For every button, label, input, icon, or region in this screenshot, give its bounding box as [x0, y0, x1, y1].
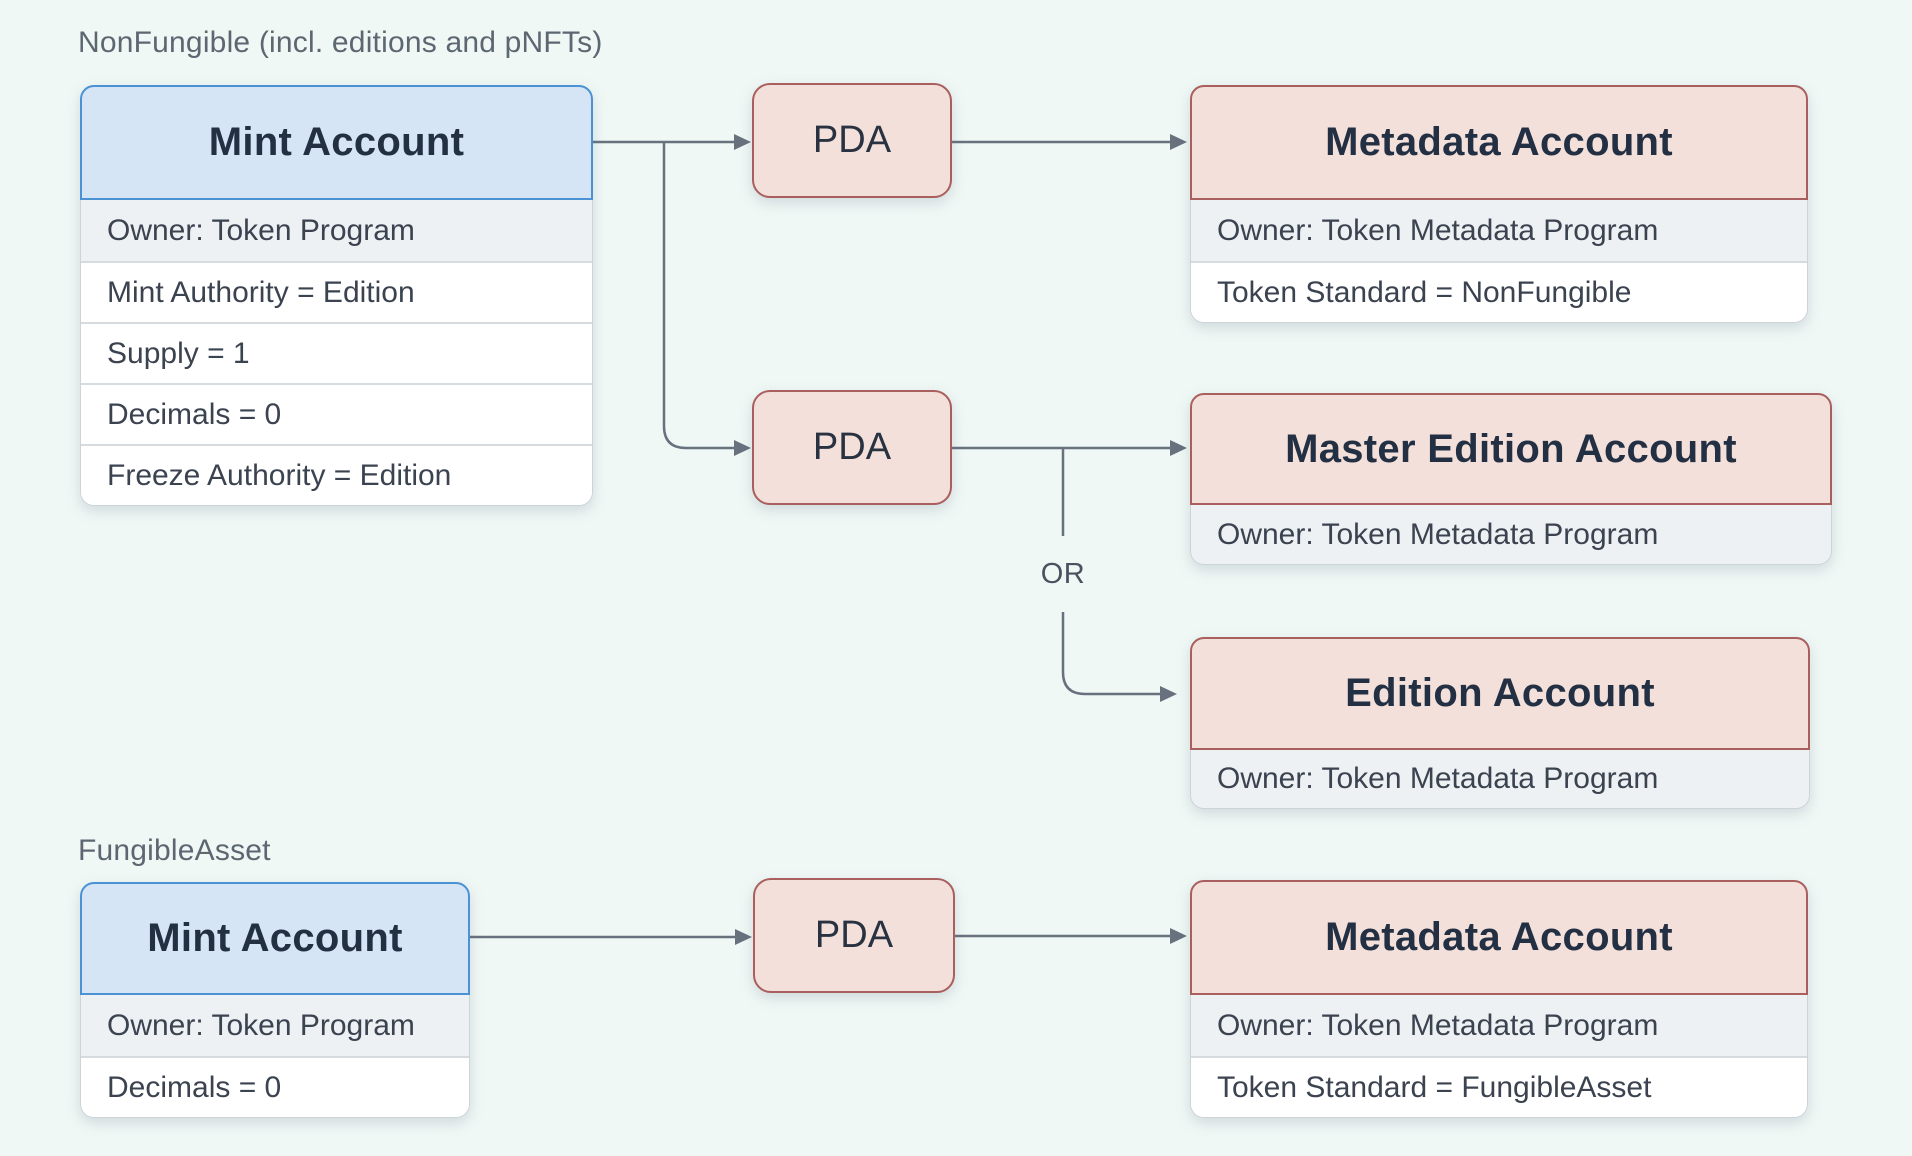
section-label-fungibleasset: FungibleAsset — [78, 834, 271, 867]
node-title: Master Edition Account — [1285, 426, 1737, 471]
node-fa-metadata-account: Metadata Account Owner: Token Metadata P… — [1190, 880, 1808, 1118]
node-row: Token Standard = NonFungible — [1191, 261, 1807, 322]
node-title: Metadata Account — [1325, 915, 1673, 959]
node-title: Mint Account — [147, 916, 403, 960]
node-header: Mint Account — [80, 882, 470, 995]
node-title: Edition Account — [1345, 671, 1655, 715]
node-header: Mint Account — [80, 85, 593, 200]
node-row: Token Standard = FungibleAsset — [1191, 1056, 1807, 1117]
node-nf-master-edition-account: Master Edition Account Owner: Token Meta… — [1190, 393, 1832, 565]
node-fa-mint-account: Mint Account Owner: Token Program Decima… — [80, 882, 470, 1118]
node-rows: Owner: Token Metadata Program Token Stan… — [1190, 995, 1808, 1118]
node-nf-mint-account: Mint Account Owner: Token Program Mint A… — [80, 85, 593, 506]
or-label: OR — [1040, 558, 1086, 590]
node-header: Metadata Account — [1190, 880, 1808, 995]
node-rows: Owner: Token Program Mint Authority = Ed… — [80, 200, 593, 506]
node-row: Owner: Token Metadata Program — [1191, 200, 1807, 261]
node-row: Owner: Token Program — [81, 200, 592, 261]
node-row: Owner: Token Metadata Program — [1191, 505, 1831, 564]
node-rows: Owner: Token Program Decimals = 0 — [80, 995, 470, 1118]
node-nf-metadata-account: Metadata Account Owner: Token Metadata P… — [1190, 85, 1808, 323]
node-row: Owner: Token Metadata Program — [1191, 995, 1807, 1056]
arrowhead-icon — [734, 134, 751, 150]
node-row: Mint Authority = Edition — [81, 261, 592, 322]
arrowhead-icon — [1170, 440, 1187, 456]
node-header: Master Edition Account — [1190, 393, 1832, 505]
arrowhead-icon — [735, 929, 752, 945]
node-row: Decimals = 0 — [81, 383, 592, 444]
node-fa-pda: PDA — [753, 878, 955, 993]
arrowhead-icon — [734, 440, 751, 456]
node-row: Owner: Token Program — [81, 995, 469, 1056]
node-row: Owner: Token Metadata Program — [1191, 750, 1809, 808]
node-title: Metadata Account — [1325, 120, 1673, 164]
node-nf-pda-edition: PDA — [752, 390, 952, 505]
node-header: Metadata Account — [1190, 85, 1808, 200]
section-label-nonfungible: NonFungible (incl. editions and pNFTs) — [78, 26, 603, 59]
node-rows: Owner: Token Metadata Program Token Stan… — [1190, 200, 1808, 323]
node-nf-edition-account: Edition Account Owner: Token Metadata Pr… — [1190, 637, 1810, 809]
node-rows: Owner: Token Metadata Program — [1190, 750, 1810, 809]
node-nf-pda-metadata: PDA — [752, 83, 952, 198]
node-header: Edition Account — [1190, 637, 1810, 750]
node-row: Decimals = 0 — [81, 1056, 469, 1117]
arrowhead-icon — [1170, 928, 1187, 944]
arrowhead-icon — [1160, 686, 1177, 702]
node-title: Mint Account — [208, 120, 465, 164]
node-row: Supply = 1 — [81, 322, 592, 383]
arrowhead-icon — [1170, 134, 1187, 150]
node-rows: Owner: Token Metadata Program — [1190, 505, 1832, 565]
node-row: Freeze Authority = Edition — [81, 444, 592, 505]
